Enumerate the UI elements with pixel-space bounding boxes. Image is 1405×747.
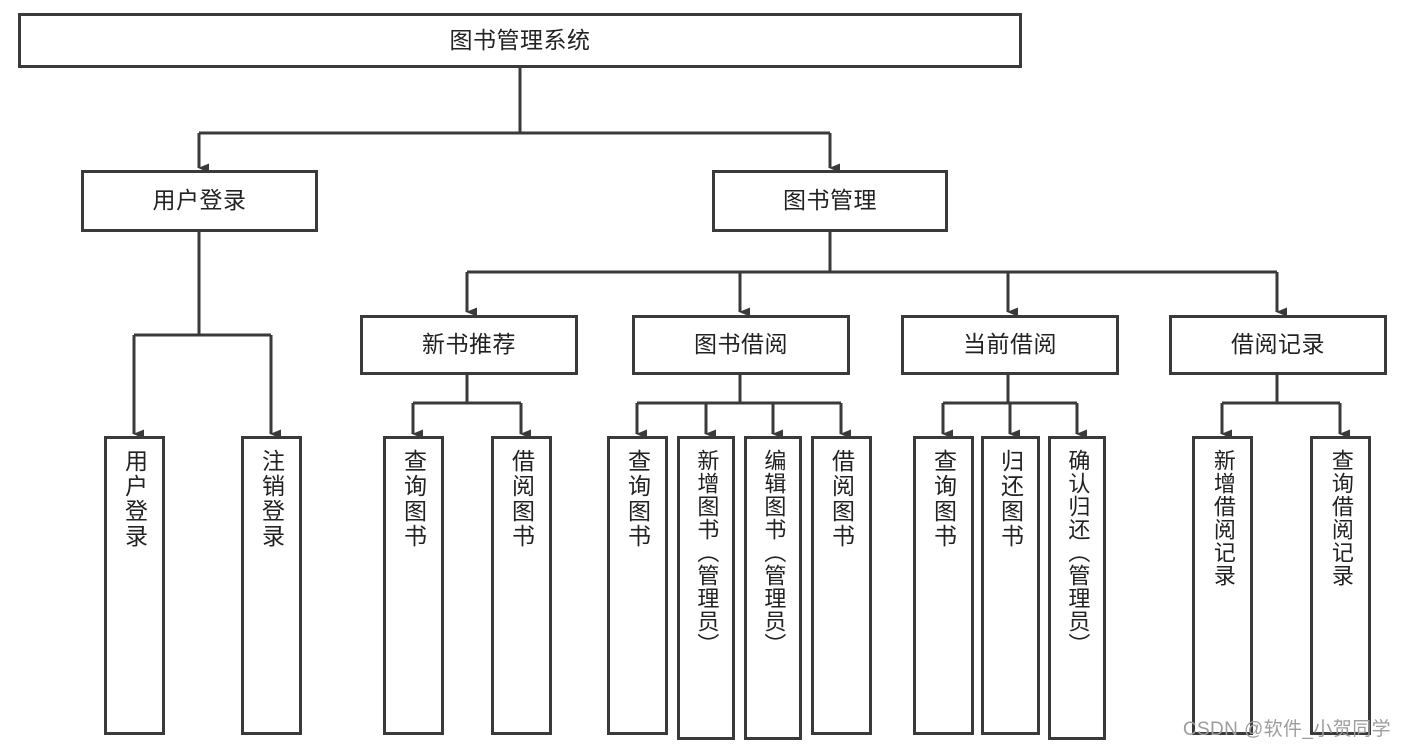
node-leaf-return-book[interactable]: 归还图书 (981, 436, 1040, 735)
node-book-manage[interactable]: 图书管理 (712, 170, 948, 232)
node-leaf-user-login[interactable]: 用户登录 (104, 436, 165, 735)
node-leaf-query-book-2-label: 查询图书 (624, 449, 651, 549)
node-leaf-query-record-label: 查询借阅记录 (1328, 449, 1354, 587)
node-root-label: 图书管理系统 (449, 26, 591, 53)
node-leaf-query-book-1[interactable]: 查询图书 (383, 436, 444, 735)
node-book-borrow[interactable]: 图书借阅 (632, 315, 850, 375)
node-leaf-add-record[interactable]: 新增借阅记录 (1192, 436, 1253, 735)
node-leaf-return-book-label: 归还图书 (997, 449, 1024, 549)
node-leaf-confirm-return-label: 确认归还（管理员） (1065, 449, 1091, 656)
node-leaf-logout[interactable]: 注销登录 (241, 436, 302, 735)
node-leaf-query-record[interactable]: 查询借阅记录 (1310, 436, 1371, 735)
node-leaf-borrow-book-1[interactable]: 借阅图书 (491, 436, 552, 735)
node-leaf-borrow-book-2[interactable]: 借阅图书 (811, 436, 872, 735)
node-leaf-borrow-book-1-label: 借阅图书 (508, 449, 535, 549)
node-new-book-rec-label: 新书推荐 (422, 331, 516, 358)
node-leaf-borrow-book-2-label: 借阅图书 (828, 449, 855, 549)
node-current-borrow[interactable]: 当前借阅 (901, 315, 1119, 375)
node-leaf-query-book-2[interactable]: 查询图书 (607, 436, 668, 735)
node-root[interactable]: 图书管理系统 (18, 13, 1022, 68)
node-leaf-edit-book[interactable]: 编辑图书（管理员） (744, 436, 802, 740)
node-leaf-confirm-return[interactable]: 确认归还（管理员） (1048, 436, 1106, 740)
node-user-login-label: 用户登录 (152, 187, 247, 214)
node-borrow-record[interactable]: 借阅记录 (1169, 315, 1387, 375)
node-current-borrow-label: 当前借阅 (963, 331, 1057, 358)
node-leaf-query-book-3[interactable]: 查询图书 (913, 436, 974, 735)
node-leaf-add-book-label: 新增图书（管理员） (694, 449, 720, 656)
node-user-login[interactable]: 用户登录 (81, 170, 318, 232)
node-book-borrow-label: 图书借阅 (694, 331, 788, 358)
node-leaf-query-book-1-label: 查询图书 (400, 449, 427, 549)
node-leaf-add-book[interactable]: 新增图书（管理员） (677, 436, 735, 740)
node-leaf-logout-label: 注销登录 (258, 449, 285, 549)
node-book-manage-label: 图书管理 (783, 187, 877, 214)
node-leaf-user-login-label: 用户登录 (121, 449, 148, 549)
node-new-book-rec[interactable]: 新书推荐 (360, 315, 578, 375)
node-leaf-add-record-label: 新增借阅记录 (1210, 449, 1236, 587)
node-leaf-edit-book-label: 编辑图书（管理员） (761, 449, 787, 656)
node-borrow-record-label: 借阅记录 (1231, 331, 1325, 358)
node-leaf-query-book-3-label: 查询图书 (930, 449, 957, 549)
